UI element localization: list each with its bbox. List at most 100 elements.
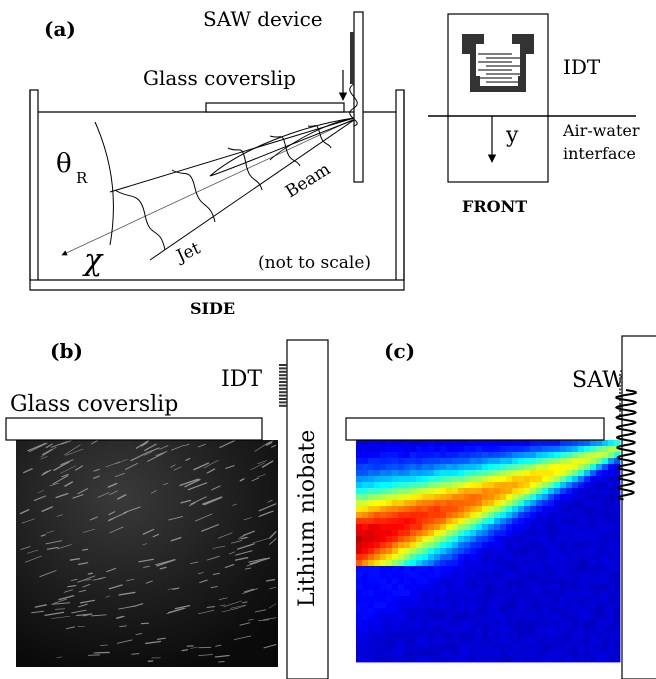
heatmap-cell bbox=[488, 650, 495, 657]
heatmap-cell bbox=[458, 506, 465, 513]
heatmap-cell bbox=[518, 530, 525, 537]
side-label: SIDE bbox=[190, 299, 235, 318]
heatmap-cell bbox=[524, 644, 531, 651]
heatmap-cell bbox=[440, 608, 447, 615]
heatmap-cell bbox=[362, 548, 369, 555]
heatmap-cell bbox=[386, 518, 393, 525]
heatmap-cell bbox=[380, 614, 387, 621]
heatmap-cell bbox=[596, 656, 603, 663]
heatmap-cell bbox=[446, 566, 453, 573]
heatmap-cell bbox=[584, 644, 591, 651]
heatmap-cell bbox=[506, 566, 513, 573]
heatmap-cell bbox=[572, 644, 579, 651]
heatmap-cell bbox=[614, 596, 621, 603]
heatmap-cell bbox=[386, 458, 393, 465]
heatmap-cell bbox=[602, 656, 609, 663]
heatmap-cell bbox=[524, 524, 531, 531]
heatmap-cell bbox=[356, 470, 363, 477]
heatmap-cell bbox=[452, 614, 459, 621]
heatmap-cell bbox=[530, 626, 537, 633]
heatmap-cell bbox=[404, 620, 411, 627]
heatmap-cell bbox=[416, 542, 423, 549]
heatmap-cell bbox=[488, 470, 495, 477]
heatmap-cell bbox=[458, 638, 465, 645]
particle-streak bbox=[45, 443, 53, 449]
heatmap-cell bbox=[608, 554, 615, 561]
heatmap-cell bbox=[590, 518, 597, 525]
heatmap-cell bbox=[608, 590, 615, 597]
heatmap-cell bbox=[494, 602, 501, 609]
heatmap-cell bbox=[482, 650, 489, 657]
heatmap-cell bbox=[356, 608, 363, 615]
particle-streak bbox=[56, 656, 63, 659]
particle-streak bbox=[211, 485, 221, 491]
heatmap-cell bbox=[530, 524, 537, 531]
heatmap-cell bbox=[482, 614, 489, 621]
particle-streak bbox=[206, 606, 216, 608]
heatmap-cell bbox=[398, 536, 405, 543]
heatmap-cell bbox=[524, 596, 531, 603]
heatmap-cell bbox=[578, 590, 585, 597]
heatmap-cell bbox=[590, 506, 597, 513]
heatmap-cell bbox=[464, 524, 471, 531]
heatmap-cell bbox=[602, 632, 609, 639]
heatmap-cell bbox=[434, 644, 441, 651]
heatmap-cell bbox=[602, 500, 609, 507]
heatmap-cell bbox=[584, 476, 591, 483]
heatmap-cell bbox=[440, 494, 447, 501]
heatmap-cell bbox=[488, 572, 495, 579]
heatmap-cell bbox=[476, 560, 483, 567]
heatmap-cell bbox=[572, 620, 579, 627]
heatmap-cell bbox=[362, 500, 369, 507]
heatmap-cell bbox=[506, 590, 513, 597]
heatmap-cell bbox=[560, 542, 567, 549]
heatmap-cell bbox=[404, 614, 411, 621]
heatmap-cell bbox=[482, 494, 489, 501]
heatmap-cell bbox=[524, 542, 531, 549]
heatmap-cell bbox=[368, 560, 375, 567]
heatmap-cell bbox=[434, 500, 441, 507]
heatmap-cell bbox=[506, 644, 513, 651]
heatmap-cell bbox=[608, 656, 615, 663]
heatmap-cell bbox=[386, 614, 393, 621]
heatmap-cell bbox=[482, 620, 489, 627]
heatmap-cell bbox=[500, 572, 507, 579]
particle-streak bbox=[60, 459, 74, 466]
heatmap-cell bbox=[440, 542, 447, 549]
particle-streak bbox=[61, 473, 69, 478]
heatmap-cell bbox=[488, 620, 495, 627]
heatmap-cell bbox=[506, 458, 513, 465]
heatmap-cell bbox=[536, 500, 543, 507]
heatmap-cell bbox=[410, 464, 417, 471]
heatmap-cell bbox=[374, 584, 381, 591]
heatmap-cell bbox=[572, 506, 579, 513]
heatmap-cell bbox=[566, 548, 573, 555]
heatmap-cell bbox=[554, 590, 561, 597]
idt-electrode bbox=[279, 391, 287, 394]
profile-1 bbox=[114, 189, 166, 251]
heatmap-cell bbox=[446, 644, 453, 651]
heatmap-cell bbox=[530, 536, 537, 543]
heatmap-cell bbox=[404, 446, 411, 453]
heatmap-cell bbox=[374, 608, 381, 615]
heatmap-cell bbox=[518, 650, 525, 657]
heatmap-cell bbox=[458, 572, 465, 579]
heatmap-cell bbox=[512, 638, 519, 645]
heatmap-cell bbox=[524, 458, 531, 465]
heatmap-cell bbox=[380, 488, 387, 495]
heatmap-cell bbox=[452, 602, 459, 609]
heatmap-cell bbox=[404, 488, 411, 495]
heatmap-cell bbox=[602, 590, 609, 597]
heatmap-cell bbox=[506, 608, 513, 615]
heatmap-cell bbox=[560, 566, 567, 573]
heatmap-cell bbox=[518, 578, 525, 585]
heatmap-cell bbox=[566, 626, 573, 633]
heatmap-cell bbox=[380, 632, 387, 639]
heatmap-cell bbox=[602, 530, 609, 537]
heatmap-cell bbox=[476, 440, 483, 447]
heatmap-cell bbox=[548, 524, 555, 531]
heatmap-cell bbox=[404, 644, 411, 651]
heatmap-cell bbox=[590, 650, 597, 657]
heatmap-cell bbox=[608, 638, 615, 645]
heatmap-cell bbox=[518, 446, 525, 453]
